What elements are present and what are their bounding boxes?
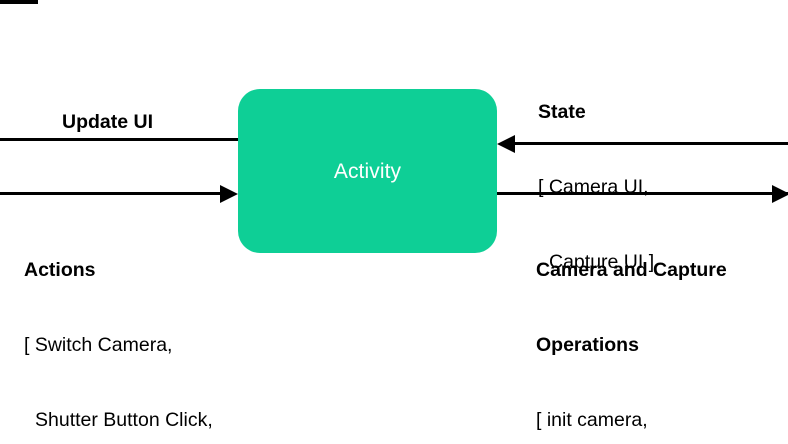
flow-block-actions: Actions [ Switch Camera, Shutter Button … (24, 208, 260, 444)
flow-line-actions-1: Shutter Button Click, (35, 409, 213, 431)
flow-header-state: State (538, 101, 586, 123)
flow-header-operations-line2: Operations (536, 334, 639, 356)
flow-header-actions: Actions (24, 259, 96, 281)
corner-marker-bar (0, 0, 38, 4)
flow-label-update-ui: Update UI (62, 111, 154, 133)
flow-line-state-0: [ Camera UI, (538, 176, 649, 198)
flow-block-state: State [ Camera UI, Capture UI ] (538, 50, 654, 325)
arrowhead-operations-icon (772, 185, 788, 203)
flow-line-state-1: Capture UI ] (549, 251, 655, 273)
arrowhead-state-icon (497, 135, 515, 153)
flow-block-operations: Camera and Capture Operations [ init cam… (536, 208, 727, 444)
flow-line-actions-0: [ Switch Camera, (24, 334, 173, 356)
connector-line-state (510, 142, 788, 145)
arrowhead-actions-icon (220, 185, 238, 203)
flow-line-operations-0: [ init camera, (536, 409, 648, 431)
connector-line-actions (0, 192, 225, 195)
connector-line-update-ui (0, 138, 240, 141)
connector-line-operations (496, 192, 788, 195)
activity-node-label: Activity (333, 159, 402, 183)
activity-node: Activity (238, 89, 497, 253)
flow-header-operations-line1: Camera and Capture (536, 259, 727, 281)
